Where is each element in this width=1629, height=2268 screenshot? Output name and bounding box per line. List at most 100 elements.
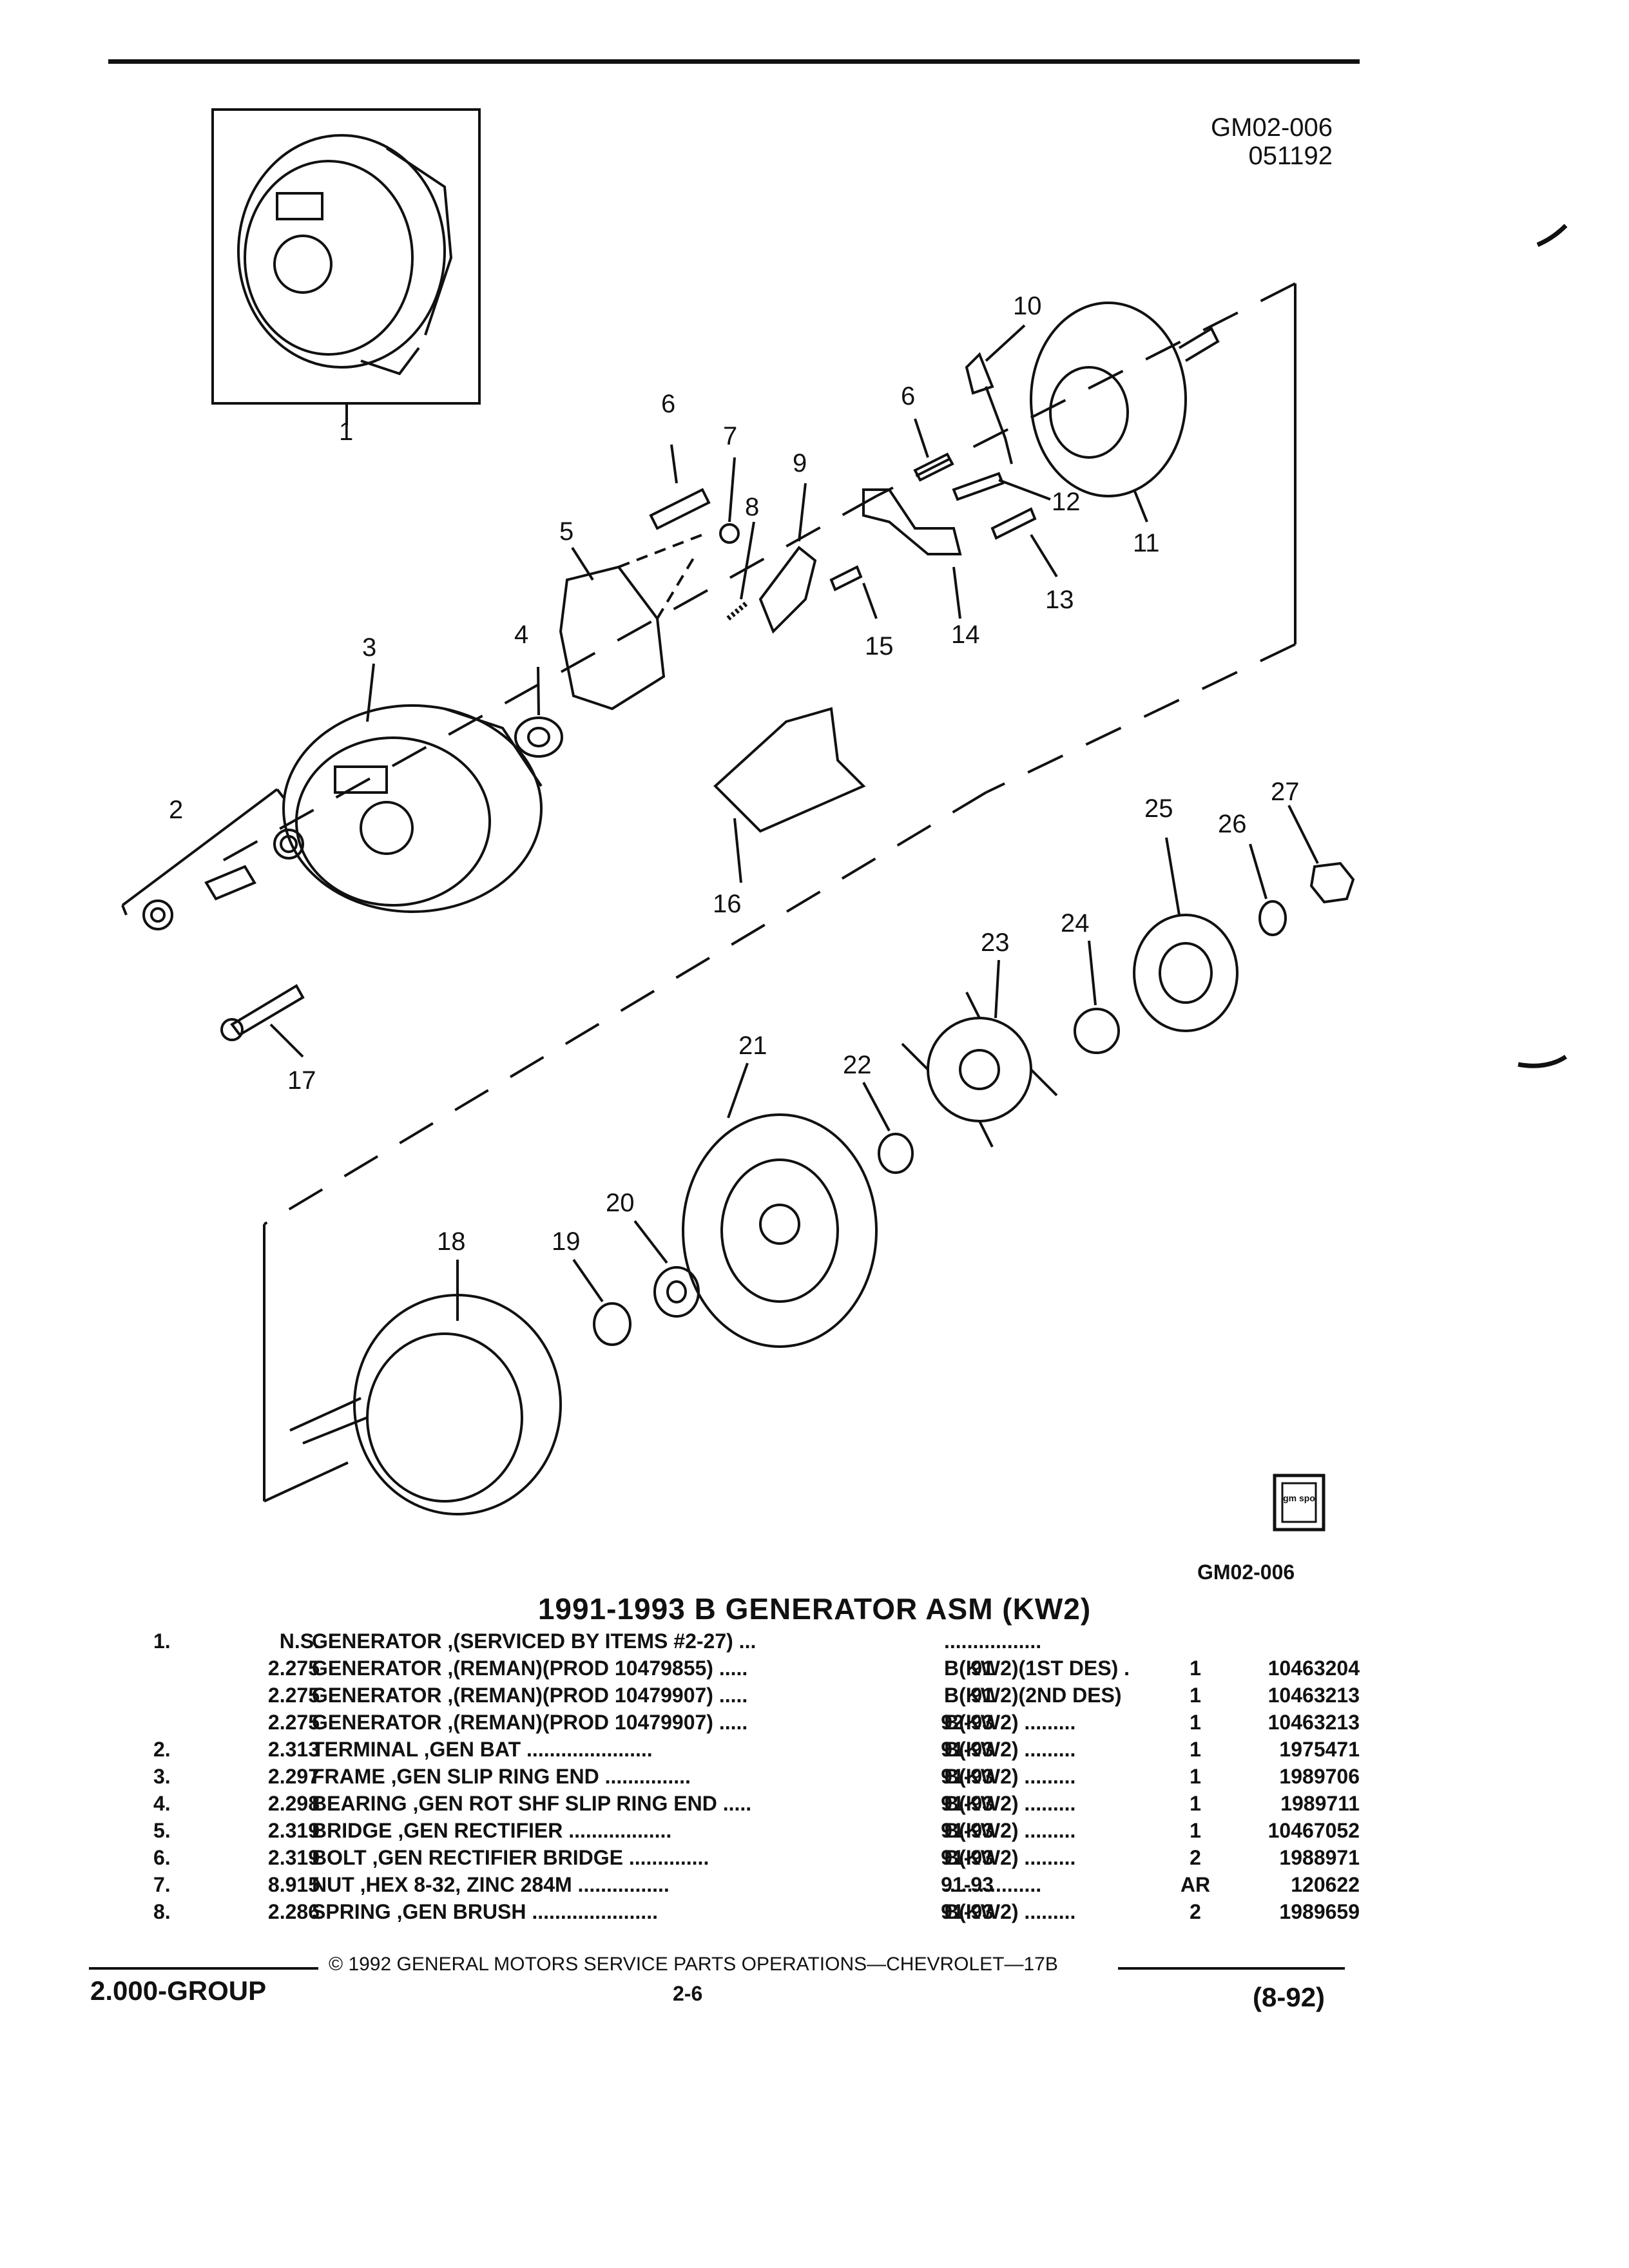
quantity: 1 bbox=[1190, 1738, 1201, 1761]
callout-14: 14 bbox=[951, 620, 980, 649]
part-number: 10463204 bbox=[1268, 1657, 1360, 1680]
part-description: BRIDGE ,GEN RECTIFIER .................. bbox=[312, 1819, 672, 1842]
item-number: 7. bbox=[153, 1873, 171, 1896]
table-row: 6. 2.319 BOLT ,GEN RECTIFIER BRIDGE ....… bbox=[148, 1844, 1360, 1871]
table-row: 3. 2.297 FRAME ,GEN SLIP RING END ......… bbox=[148, 1763, 1360, 1790]
figure-code: GM02-006 bbox=[1211, 113, 1333, 142]
table-row: 5. 2.319 BRIDGE ,GEN RECTIFIER .........… bbox=[148, 1817, 1360, 1844]
page-number: 2-6 bbox=[673, 1982, 703, 2005]
callout-11: 11 bbox=[1133, 529, 1160, 557]
rotor bbox=[1030, 302, 1220, 497]
model-code: B(KW2) ......... bbox=[944, 1900, 1076, 1923]
part-description: BOLT ,GEN RECTIFIER BRIDGE .............… bbox=[312, 1846, 709, 1869]
callout-24: 24 bbox=[1061, 909, 1090, 937]
callout-1: 1 bbox=[339, 418, 353, 446]
table-row: 2.275 GENERATOR ,(REMAN)(PROD 10479907) … bbox=[148, 1682, 1360, 1709]
revision-date: (8-92) bbox=[1253, 1982, 1325, 2012]
table-row: 4. 2.298 BEARING ,GEN ROT SHF SLIP RING … bbox=[148, 1790, 1360, 1817]
catalog-number: 2.298 bbox=[267, 1792, 320, 1815]
model-year: 91-93 bbox=[941, 1846, 994, 1869]
quantity: 1 bbox=[1190, 1792, 1201, 1815]
callout-6: 6 bbox=[661, 390, 675, 418]
part-description: FRAME ,GEN SLIP RING END ............... bbox=[312, 1765, 691, 1788]
part-description: GENERATOR ,(REMAN)(PROD 10479907) ..... bbox=[312, 1684, 748, 1707]
callout-26: 26 bbox=[1218, 810, 1247, 838]
callout-6b: 6 bbox=[901, 382, 915, 410]
part-number: 1989706 bbox=[1279, 1765, 1360, 1788]
slip-ring-end-frame bbox=[282, 704, 543, 913]
section-title: 1991-1993 B GENERATOR ASM (KW2) bbox=[537, 1592, 1092, 1626]
quantity: 1 bbox=[1190, 1765, 1201, 1788]
catalog-number: N.S. bbox=[279, 1629, 320, 1653]
model-year: 91-93 bbox=[941, 1792, 994, 1815]
model-code: B(KW2) ......... bbox=[944, 1765, 1076, 1788]
callout-4: 4 bbox=[514, 620, 528, 649]
item-number: 1. bbox=[153, 1629, 171, 1653]
part-description: SPRING ,GEN BRUSH ...................... bbox=[312, 1900, 658, 1923]
catalog-number: 8.915 bbox=[267, 1873, 320, 1896]
quantity: 1 bbox=[1190, 1657, 1201, 1680]
part-description: GENERATOR ,(REMAN)(PROD 10479855) ..... bbox=[312, 1657, 748, 1680]
part-number: 1975471 bbox=[1279, 1738, 1360, 1761]
model-code: B(KW2) ......... bbox=[944, 1819, 1076, 1842]
item-number: 3. bbox=[153, 1765, 171, 1788]
parts-table: 1. N.S. GENERATOR ,(SERVICED BY ITEMS #2… bbox=[148, 1628, 1360, 1925]
item-number: 8. bbox=[153, 1900, 171, 1923]
model-year: 92-93 bbox=[941, 1711, 994, 1734]
copyright-notice: © 1992 GENERAL MOTORS SERVICE PARTS OPER… bbox=[329, 1954, 1058, 1975]
footer-rule-left bbox=[89, 1967, 318, 1970]
part-description: GENERATOR ,(REMAN)(PROD 10479907) ..... bbox=[312, 1711, 748, 1734]
catalog-number: 2.275 bbox=[267, 1684, 320, 1707]
model-year: 91-93 bbox=[941, 1738, 994, 1761]
quantity: 1 bbox=[1190, 1711, 1201, 1734]
part-description: NUT ,HEX 8-32, ZINC 284M ...............… bbox=[312, 1873, 670, 1896]
model-year: 91-93 bbox=[941, 1873, 994, 1896]
table-row: 2. 2.313 TERMINAL ,GEN BAT .............… bbox=[148, 1736, 1360, 1763]
catalog-number: 2.275 bbox=[267, 1657, 320, 1680]
callout-2: 2 bbox=[169, 796, 183, 824]
model-year: 91-93 bbox=[941, 1765, 994, 1788]
quantity: AR bbox=[1180, 1873, 1211, 1896]
model-year: 91 bbox=[970, 1657, 994, 1680]
part-description: TERMINAL ,GEN BAT ...................... bbox=[312, 1738, 653, 1761]
part-number: 120622 bbox=[1291, 1873, 1360, 1896]
callout-25: 25 bbox=[1144, 794, 1173, 823]
quantity: 1 bbox=[1190, 1684, 1201, 1707]
callout-7: 7 bbox=[723, 422, 737, 450]
item-number: 6. bbox=[153, 1846, 171, 1869]
model-code: B(KW2) ......... bbox=[944, 1738, 1076, 1761]
callout-16: 16 bbox=[713, 890, 742, 918]
callout-21: 21 bbox=[738, 1032, 767, 1060]
model-code: B(KW2) ......... bbox=[944, 1711, 1076, 1734]
model-code: ................. bbox=[944, 1629, 1042, 1653]
figure-code-bottom: GM02-006 bbox=[1197, 1561, 1295, 1584]
model-code: ................. bbox=[944, 1873, 1042, 1896]
table-row: 1. N.S. GENERATOR ,(SERVICED BY ITEMS #2… bbox=[148, 1628, 1360, 1655]
inset-box bbox=[211, 108, 481, 405]
item-number: 4. bbox=[153, 1792, 171, 1815]
catalog-number: 2.286 bbox=[267, 1900, 320, 1923]
gm-spo-logo: gm spo bbox=[1273, 1474, 1325, 1532]
model-code: B(KW2)(2ND DES) bbox=[944, 1684, 1122, 1707]
fan bbox=[901, 992, 1058, 1148]
part-number: 10467052 bbox=[1268, 1819, 1360, 1842]
callout-10: 10 bbox=[1013, 292, 1042, 320]
catalog-number: 2.319 bbox=[267, 1846, 320, 1869]
callout-22: 22 bbox=[843, 1051, 872, 1079]
part-description: BEARING ,GEN ROT SHF SLIP RING END ..... bbox=[312, 1792, 752, 1815]
table-row: 8. 2.286 SPRING ,GEN BRUSH .............… bbox=[148, 1898, 1360, 1925]
callout-20: 20 bbox=[606, 1189, 635, 1217]
generator-assembly-illustration bbox=[237, 134, 453, 376]
part-number: 1988971 bbox=[1279, 1846, 1360, 1869]
quantity: 2 bbox=[1190, 1846, 1201, 1869]
callout-15: 15 bbox=[865, 632, 894, 660]
model-year: 91-93 bbox=[941, 1819, 994, 1842]
part-number: 1989711 bbox=[1280, 1792, 1360, 1815]
table-row: 7. 8.915 NUT ,HEX 8-32, ZINC 284M ......… bbox=[148, 1871, 1360, 1898]
model-code: B(KW2) ......... bbox=[944, 1792, 1076, 1815]
catalog-number: 2.275 bbox=[267, 1711, 320, 1734]
callout-3: 3 bbox=[362, 633, 376, 662]
callout-27: 27 bbox=[1271, 778, 1300, 806]
exploded-diagram: 1 2 3 4 5 6 6 7 8 9 10 11 12 13 14 15 16… bbox=[121, 108, 1568, 1532]
model-code: B(KW2)(1ST DES) . bbox=[944, 1657, 1130, 1680]
